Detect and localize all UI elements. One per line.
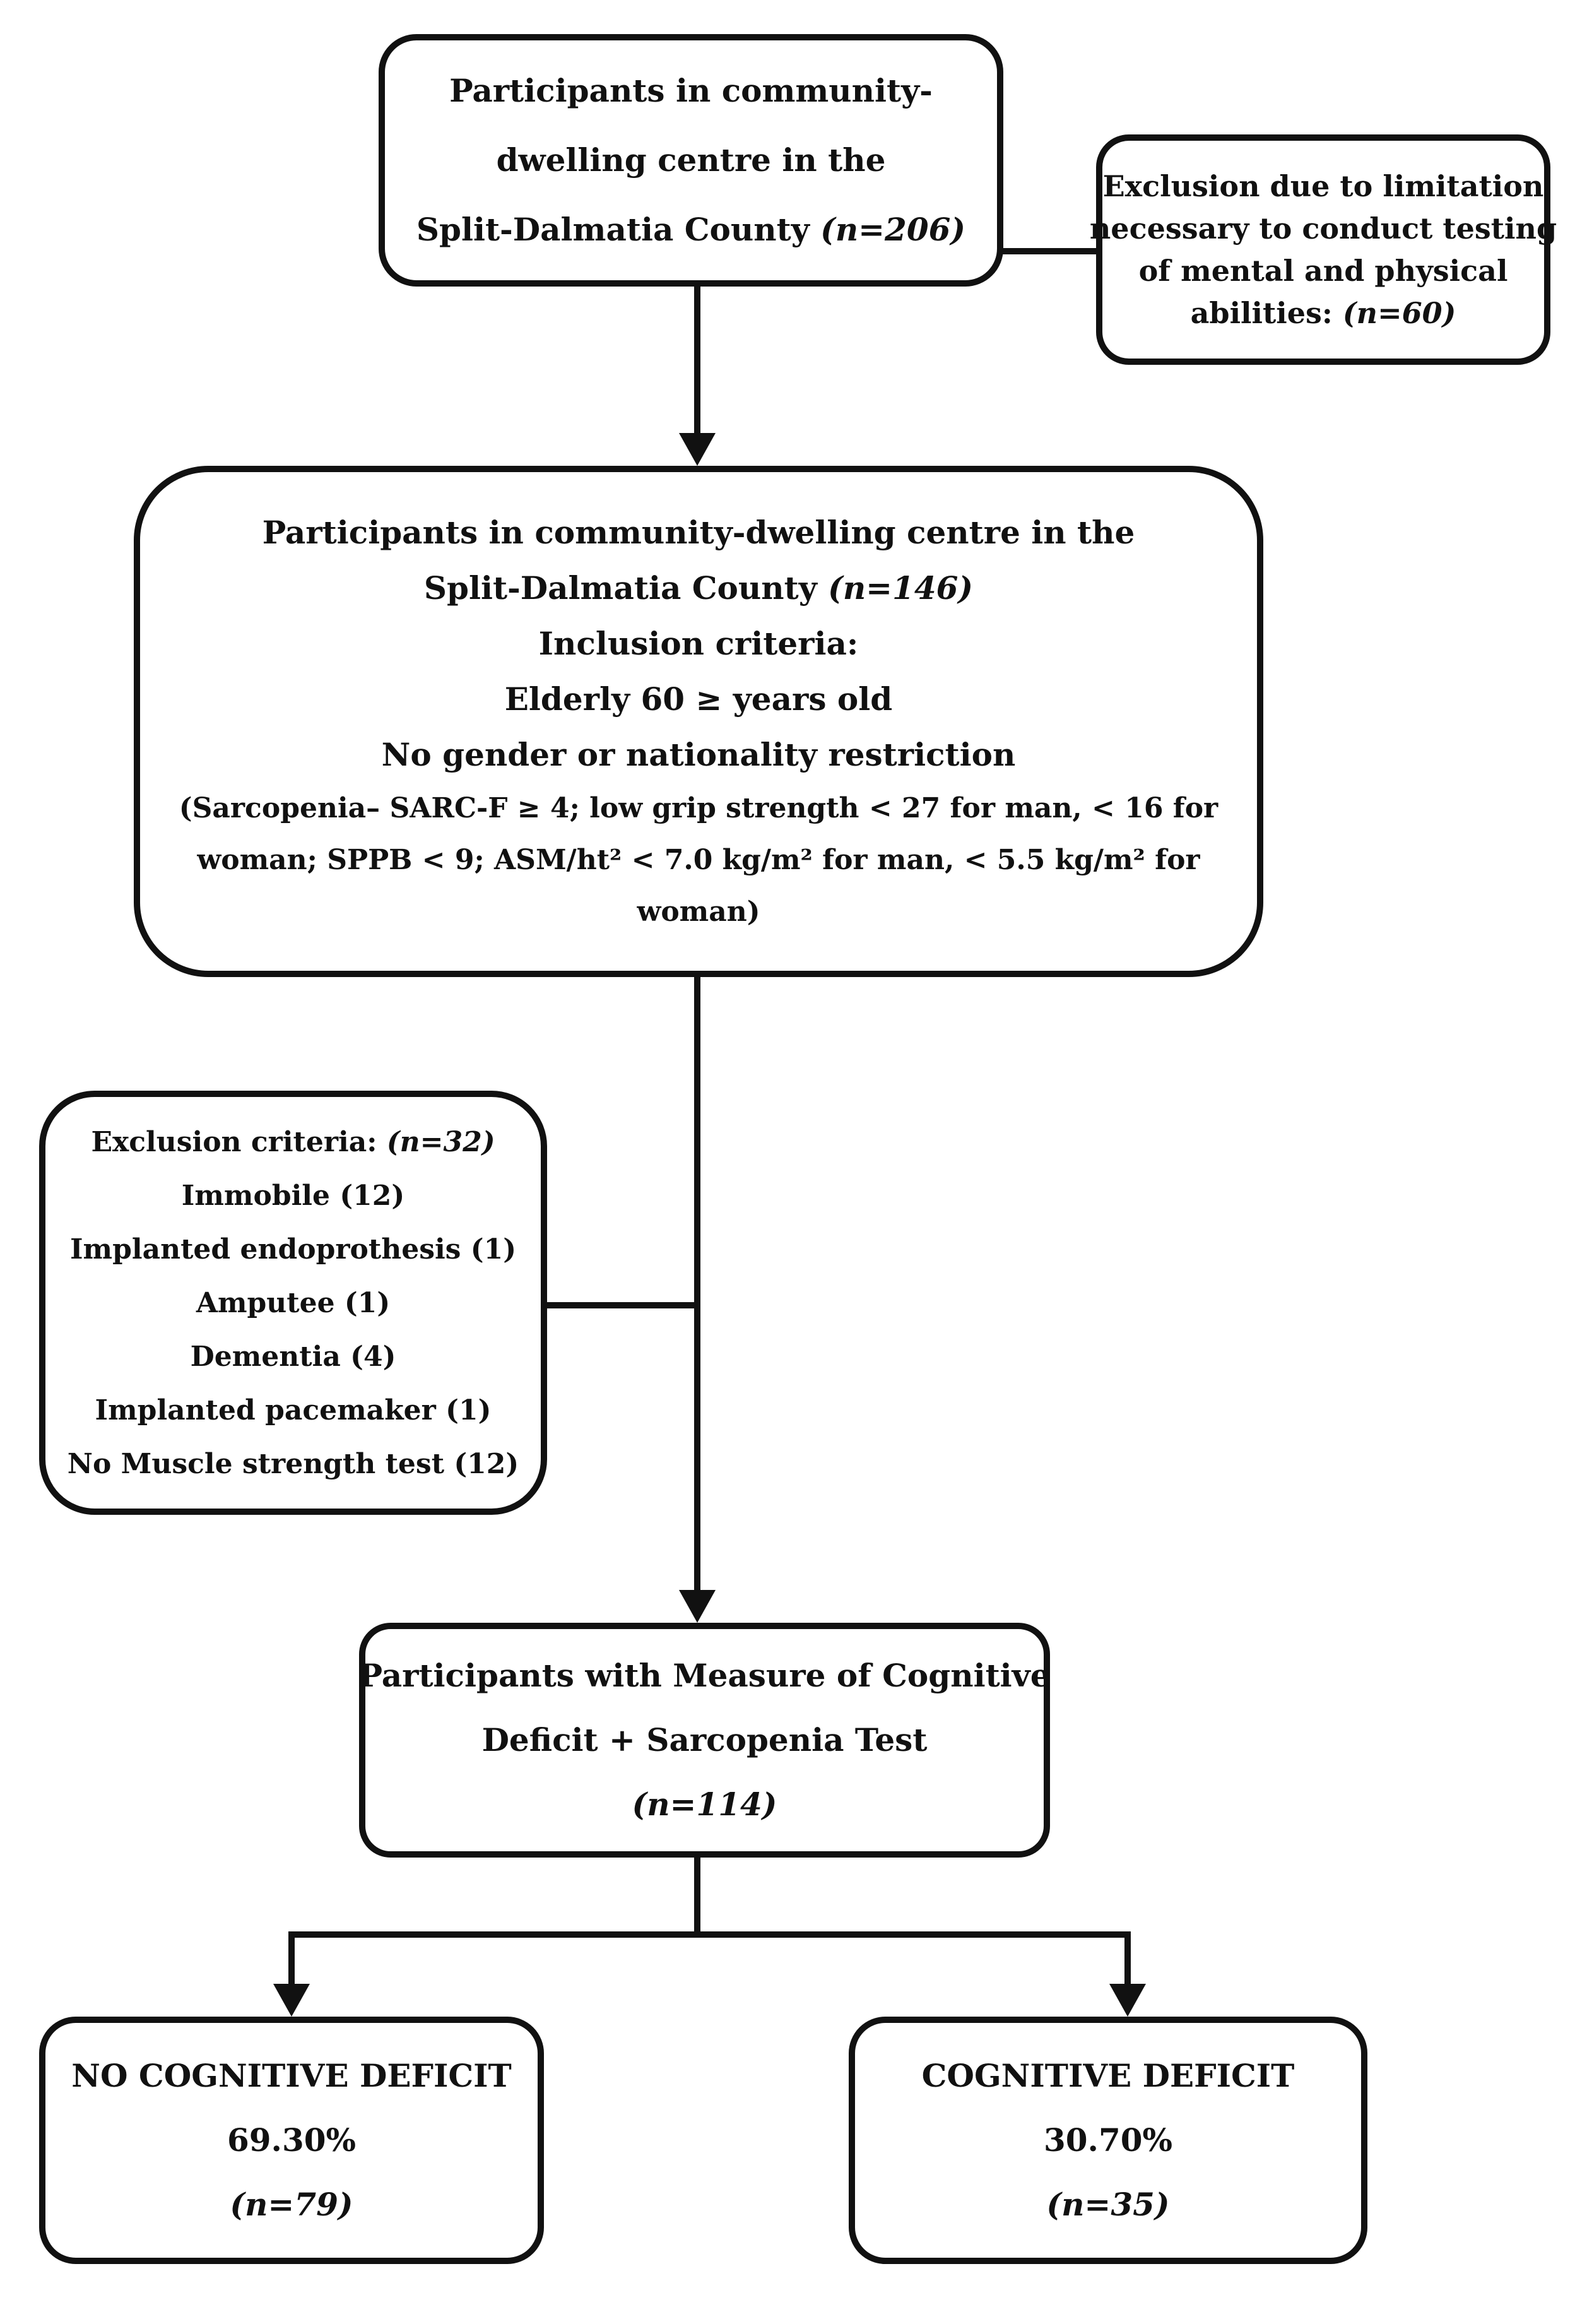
inclusion-criteria-heading: Inclusion criteria:: [538, 625, 859, 662]
exclusion-item: Implanted pacemaker (1): [95, 1394, 492, 1426]
deficit-percent: 30.70%: [1043, 2121, 1173, 2159]
no-cognitive-deficit-box: NO COGNITIVE DEFICIT 69.30% (n=79): [39, 2017, 544, 2264]
participants-initial-box: Participants in community- dwelling cent…: [379, 34, 1003, 287]
no-deficit-count: (n=79): [230, 2186, 353, 2223]
exclusion-1-line-1: Exclusion due to limitation: [1102, 169, 1544, 203]
exclusion-criteria-box: Exclusion criteria: (n=32) Immobile (12)…: [39, 1091, 547, 1515]
inclusion-line-1: Participants in community-dwelling centr…: [262, 514, 1135, 551]
no-deficit-title: NO COGNITIVE DEFICIT: [71, 2057, 512, 2094]
exclusion-1-abilities-text: abilities:: [1190, 295, 1343, 330]
measure-line-1: Participants with Measure of Cognitive: [358, 1657, 1051, 1694]
arrowhead-to-inclusion: [679, 433, 716, 466]
exclusion-item: Implanted endoprothesis (1): [69, 1233, 517, 1266]
deficit-count: (n=35): [1046, 2186, 1170, 2223]
inclusion-gender-criterion: No gender or nationality restriction: [381, 736, 1016, 773]
start-count: (n=206): [820, 211, 966, 248]
exclusion-2-title-line: Exclusion criteria: (n=32): [91, 1115, 495, 1169]
inclusion-age-criterion: Elderly 60 ≥ years old: [504, 680, 893, 718]
inclusion-line-2: Split-Dalmatia County (n=146): [424, 560, 973, 616]
exclusion-limitation-box: Exclusion due to limitation necessary to…: [1090, 134, 1557, 365]
arrowhead-to-measure: [679, 1590, 716, 1623]
sarcopenia-criteria-line-3: woman): [637, 896, 760, 928]
deficit-title: COGNITIVE DEFICIT: [921, 2057, 1295, 2094]
inclusion-criteria-box: Participants in community-dwelling centr…: [134, 466, 1263, 977]
inclusion-count: (n=146): [828, 569, 974, 607]
start-county-text: Split-Dalmatia County: [416, 211, 821, 248]
measure-line-2: Deficit + Sarcopenia Test: [481, 1721, 928, 1758]
exclusion-2-title: Exclusion criteria:: [91, 1125, 387, 1158]
exclusion-item: No Muscle strength test (12): [67, 1447, 519, 1480]
arrowhead-to-deficit: [1109, 1984, 1146, 2017]
measure-participants-box: Participants with Measure of Cognitive D…: [358, 1623, 1051, 1858]
exclusion-1-line-4: abilities: (n=60): [1191, 292, 1456, 335]
exclusion-1-line-3: of mental and physical: [1138, 253, 1508, 288]
exclusion-item: Immobile (12): [181, 1179, 405, 1212]
start-line-2: dwelling centre in the: [496, 141, 886, 179]
exclusion-item: Amputee (1): [196, 1286, 391, 1319]
measure-count: (n=114): [632, 1786, 777, 1823]
exclusion-1-line-2: necessary to conduct testing: [1089, 211, 1557, 246]
sarcopenia-criteria-line-1: (Sarcopenia– SARC-F ≥ 4; low grip streng…: [179, 792, 1218, 824]
exclusion-item: Dementia (4): [190, 1340, 396, 1373]
cognitive-deficit-box: COGNITIVE DEFICIT 30.70% (n=35): [849, 2017, 1367, 2264]
start-line-3: Split-Dalmatia County (n=206): [416, 195, 965, 264]
exclusion-2-count: (n=32): [386, 1125, 495, 1158]
inclusion-county-text: Split-Dalmatia County: [423, 569, 829, 607]
exclusion-1-count: (n=60): [1342, 295, 1456, 330]
start-line-1: Participants in community-: [449, 72, 933, 109]
no-deficit-percent: 69.30%: [227, 2121, 357, 2159]
sarcopenia-criteria-line-2: woman; SPPB < 9; ASM/ht² < 7.0 kg/m² for…: [197, 844, 1200, 876]
arrowhead-to-no-deficit: [273, 1984, 310, 2017]
